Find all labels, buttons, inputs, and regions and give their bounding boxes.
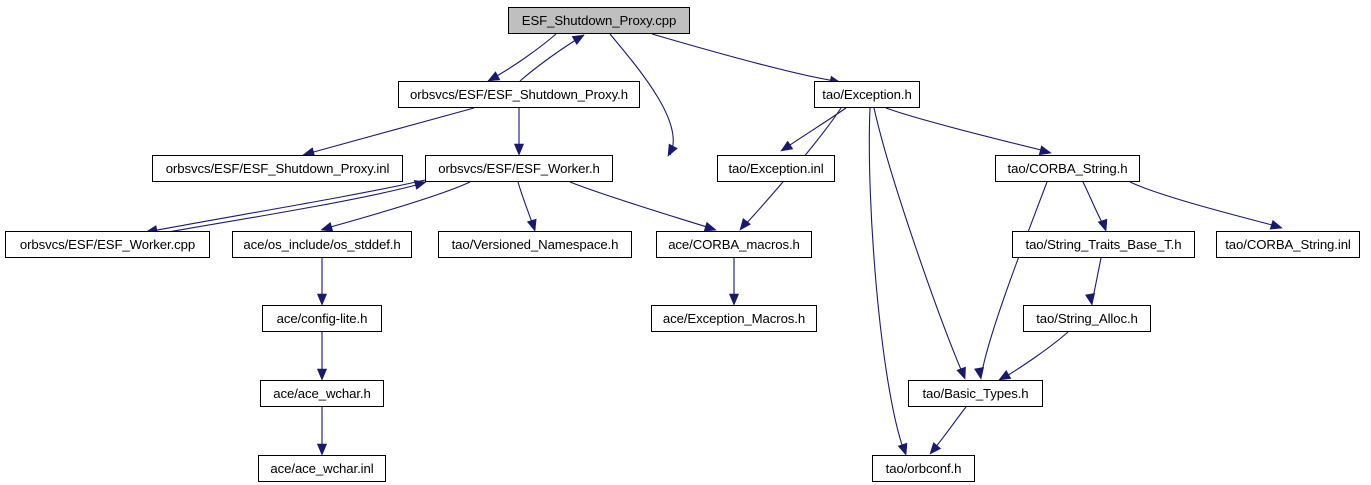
- graph-node-ace_os_include_os_stddef_h[interactable]: ace/os_include/os_stddef.h: [232, 231, 412, 258]
- arrow-head-icon: [316, 293, 328, 306]
- arrow-head-icon: [487, 71, 501, 82]
- graph-node-tao_basic_types_h[interactable]: tao/Basic_Types.h: [908, 380, 1043, 407]
- graph-node-label: tao/CORBA_String.inl: [1225, 236, 1351, 252]
- graph-node-esf_shutdown_proxy_cpp[interactable]: ESF_Shutdown_Proxy.cpp: [508, 7, 690, 34]
- graph-node-label: ace/os_include/os_stddef.h: [243, 236, 401, 252]
- arrow-head-icon: [320, 222, 334, 232]
- graph-node-tao_exception_h[interactable]: tao/Exception.h: [814, 81, 920, 108]
- arrow-head-icon: [316, 443, 328, 456]
- graph-node-orbsvcs_esf_worker_cpp[interactable]: orbsvcs/ESF/ESF_Worker.cpp: [5, 231, 210, 258]
- graph-node-label: tao/String_Traits_Base_T.h: [1025, 236, 1182, 252]
- arrow-head-icon: [526, 218, 537, 232]
- graph-edge: [651, 33, 836, 82]
- graph-node-orbsvcs_esf_shutdown_proxy_inl[interactable]: orbsvcs/ESF/ESF_Shutdown_Proxy.inl: [152, 155, 403, 182]
- graph-node-label: tao/Basic_Types.h: [922, 385, 1029, 401]
- graph-edge: [786, 107, 847, 148]
- graph-node-label: tao/Versioned_Namespace.h: [451, 236, 619, 252]
- arrow-head-icon: [513, 143, 525, 156]
- graph-edge: [1004, 331, 1069, 378]
- graph-edge: [1082, 181, 1105, 227]
- arrow-head-icon: [897, 442, 908, 456]
- graph-edge: [868, 107, 904, 449]
- arrow-head-icon: [316, 368, 328, 381]
- graph-node-label: ace/CORBA_macros.h: [668, 236, 800, 252]
- graph-edge: [309, 107, 475, 154]
- graph-node-orbsvcs_esf_shutdown_proxy_h[interactable]: orbsvcs/ESF/ESF_Shutdown_Proxy.h: [398, 81, 640, 108]
- arrow-head-icon: [667, 143, 678, 157]
- graph-node-tao_corba_string_h[interactable]: tao/CORBA_String.h: [995, 155, 1140, 182]
- graph-node-tao_corba_string_inl[interactable]: tao/CORBA_String.inl: [1216, 231, 1360, 258]
- graph-node-label: tao/orbconf.h: [885, 460, 962, 476]
- arrow-head-icon: [571, 34, 585, 46]
- arrow-head-icon: [998, 369, 1012, 381]
- arrow-head-icon: [703, 221, 717, 232]
- graph-node-ace_ace_wchar_inl[interactable]: ace/ace_wchar.inl: [258, 455, 386, 482]
- graph-node-tao_exception_inl[interactable]: tao/Exception.inl: [717, 155, 835, 182]
- graph-node-label: ace/config-lite.h: [276, 310, 368, 326]
- graph-edge: [609, 33, 674, 156]
- graph-node-ace_corba_macros_h[interactable]: ace/CORBA_macros.h: [656, 231, 812, 258]
- graph-edge: [149, 183, 421, 236]
- graph-node-label: ace/ace_wchar.h: [273, 385, 371, 401]
- graph-node-tao_orbconf_h[interactable]: tao/orbconf.h: [872, 455, 975, 482]
- arrow-head-icon: [728, 293, 740, 306]
- arrow-head-icon: [974, 366, 985, 380]
- arrow-head-icon: [1038, 145, 1052, 156]
- graph-node-label: ace/ace_wchar.inl: [270, 460, 374, 476]
- arrow-head-icon: [1097, 218, 1108, 232]
- graph-node-label: orbsvcs/ESF/ESF_Worker.h: [438, 160, 600, 176]
- graph-edge: [885, 107, 1046, 152]
- graph-edge: [517, 181, 534, 226]
- graph-node-label: tao/Exception.h: [822, 86, 912, 102]
- arrow-head-icon: [929, 442, 942, 455]
- graph-node-tao_versioned_namespace_h[interactable]: tao/Versioned_Namespace.h: [438, 231, 632, 258]
- graph-node-ace_config_lite_h[interactable]: ace/config-lite.h: [262, 305, 382, 332]
- graph-edge: [519, 34, 585, 82]
- graph-edge: [981, 181, 1048, 373]
- graph-node-label: ESF_Shutdown_Proxy.cpp: [521, 12, 677, 28]
- graph-node-label: orbsvcs/ESF/ESF_Worker.cpp: [19, 236, 196, 252]
- graph-node-tao_string_traits_base_t_h[interactable]: tao/String_Traits_Base_T.h: [1012, 231, 1195, 258]
- graph-node-label: tao/String_Alloc.h: [1036, 310, 1138, 326]
- graph-edge: [326, 181, 471, 229]
- graph-node-tao_string_alloc_h[interactable]: tao/String_Alloc.h: [1023, 305, 1151, 332]
- arrow-head-icon: [1269, 219, 1283, 230]
- graph-edge: [873, 107, 963, 373]
- arrow-head-icon: [413, 180, 427, 190]
- arrow-head-icon: [739, 217, 751, 231]
- graph-edge: [569, 181, 711, 229]
- arrow-head-icon: [956, 366, 966, 380]
- graph-edge: [487, 33, 557, 82]
- graph-edge: [1129, 181, 1277, 227]
- graph-node-label: ace/Exception_Macros.h: [662, 310, 806, 326]
- graph-node-ace_exception_macros_h[interactable]: ace/Exception_Macros.h: [651, 305, 817, 332]
- graph-node-label: orbsvcs/ESF/ESF_Shutdown_Proxy.inl: [165, 160, 390, 176]
- graph-edge: [933, 406, 967, 450]
- arrow-head-icon: [1085, 292, 1096, 306]
- graph-node-orbsvcs_esf_worker_h[interactable]: orbsvcs/ESF/ESF_Worker.h: [425, 155, 613, 182]
- graph-edge: [151, 179, 426, 232]
- graph-node-label: orbsvcs/ESF/ESF_Shutdown_Proxy.h: [410, 86, 628, 102]
- graph-node-label: tao/Exception.inl: [728, 160, 824, 176]
- graph-edge: [1092, 257, 1102, 299]
- arrow-head-icon: [780, 140, 794, 152]
- graph-node-ace_ace_wchar_h[interactable]: ace/ace_wchar.h: [260, 380, 384, 407]
- graph-node-label: tao/CORBA_String.h: [1007, 160, 1128, 176]
